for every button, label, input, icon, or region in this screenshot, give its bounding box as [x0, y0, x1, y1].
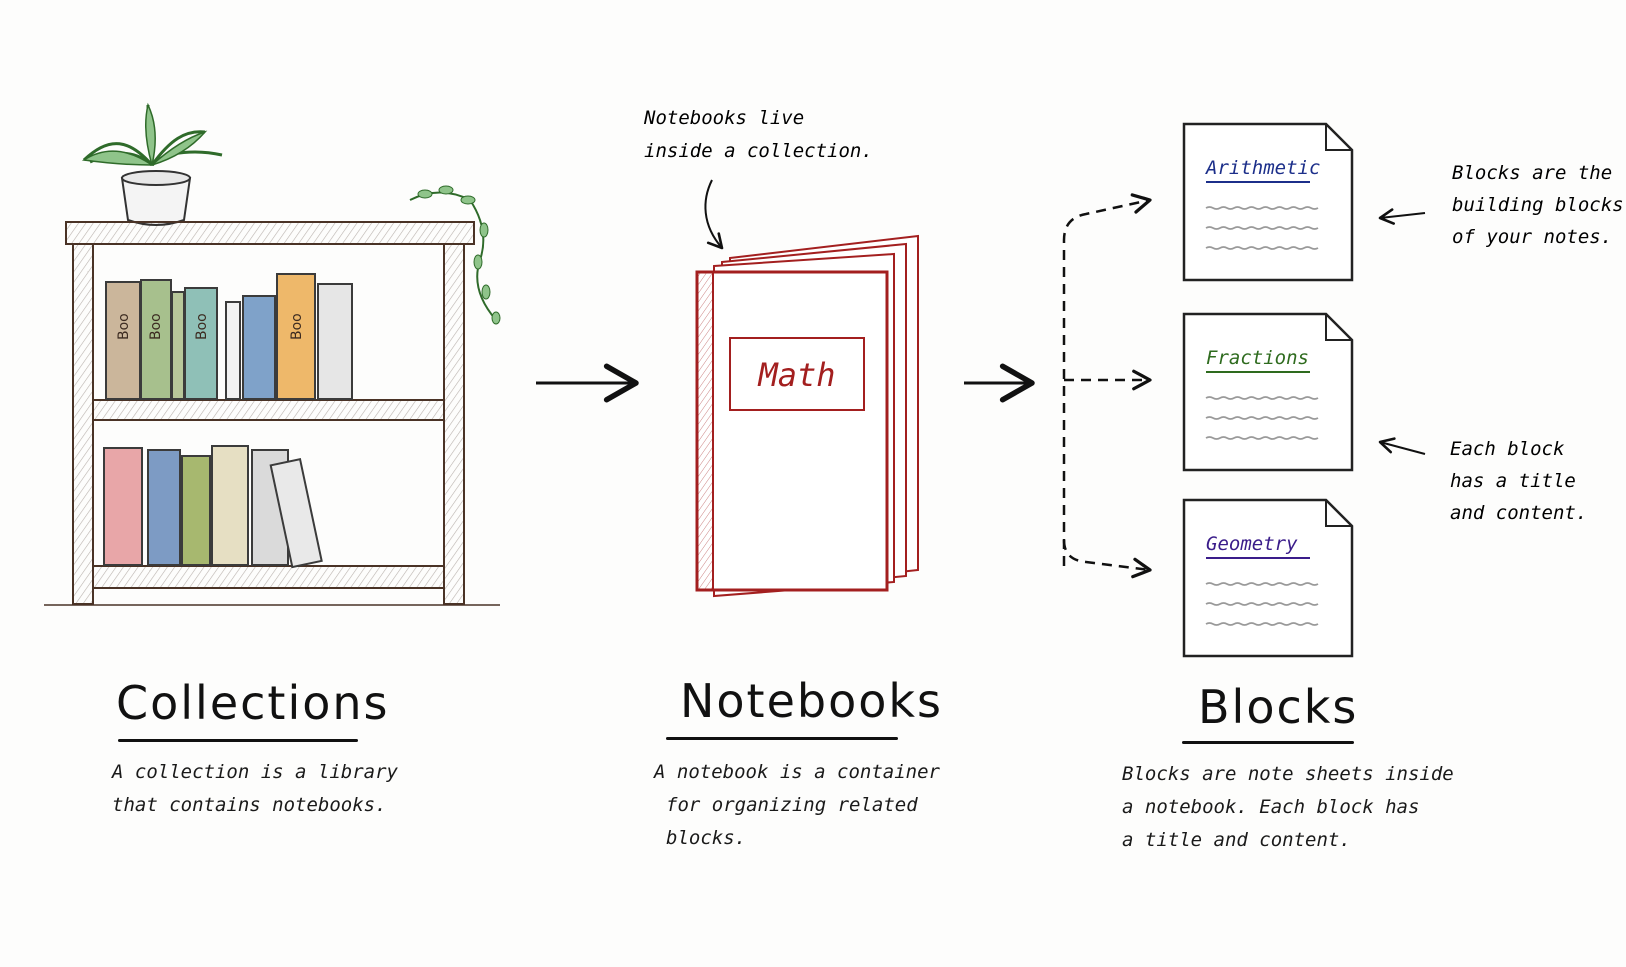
block-content-line — [1205, 206, 1319, 210]
folded-corner-icon — [1325, 314, 1352, 341]
bookshelf-illustration: Boo Boo Boo Boo — [44, 102, 501, 606]
notebook-note-line: inside a collection. — [644, 140, 873, 162]
blocks-description-line: a title and content. — [1122, 829, 1351, 851]
block-content-line — [1205, 416, 1319, 420]
blocks-heading: Blocks — [1198, 680, 1359, 734]
notebooks-heading: Notebooks — [680, 674, 943, 728]
blocks-note-top-line: of your notes. — [1452, 226, 1612, 248]
block-content-line — [1205, 246, 1319, 250]
collections-description-line: A collection is a library — [112, 761, 398, 783]
block-title: Geometry — [1206, 533, 1298, 555]
notebooks-heading-underline — [666, 737, 898, 740]
block-content-line — [1205, 436, 1319, 440]
notebooks-description-line: A notebook is a container — [654, 761, 940, 783]
book-spine-label: Boo — [116, 313, 132, 340]
block-content-line — [1205, 226, 1319, 230]
blocks-note-bottom-pointer — [1378, 437, 1426, 455]
block-content-line — [1205, 622, 1319, 626]
notebook-spine — [696, 271, 714, 591]
block-card-geometry: Geometry — [1182, 498, 1354, 658]
block-title: Fractions — [1206, 347, 1309, 369]
block-sheet — [1182, 498, 1354, 658]
notebooks-description-line: blocks. — [666, 827, 747, 849]
collections-description-line: that contains notebooks. — [112, 794, 387, 816]
folded-corner-icon — [1325, 124, 1352, 151]
book-spine-label: Boo — [148, 313, 164, 340]
block-content-line — [1205, 602, 1319, 606]
notebook-note-pointer — [704, 179, 724, 250]
blocks-description-line: a notebook. Each block has — [1122, 796, 1420, 818]
block-card-arithmetic: Arithmetic — [1182, 122, 1354, 282]
potted-plant-icon — [81, 102, 223, 226]
collections-heading: Collections — [116, 676, 390, 730]
notebook-note: Notebooks live inside a collection. — [643, 107, 873, 162]
block-content-line — [1205, 396, 1319, 400]
top-shelf-books: Boo Boo Boo Boo — [105, 273, 353, 400]
blocks-note-bottom: Each block has a title and content. — [1450, 438, 1587, 524]
blocks-note-bottom-line: has a title — [1450, 470, 1576, 492]
block-sheet — [1182, 122, 1354, 282]
blocks-note-bottom-line: Each block — [1450, 438, 1565, 460]
collections-heading-underline — [118, 739, 358, 742]
blocks-note-bottom-line: and content. — [1450, 502, 1587, 524]
blocks-note-top-pointer — [1378, 208, 1426, 225]
blocks-note-top-line: building blocks — [1452, 194, 1624, 216]
block-title: Arithmetic — [1205, 157, 1320, 179]
notebooks-description-line: for organizing related — [666, 794, 918, 816]
block-branch-connector — [1062, 193, 1152, 579]
folded-corner-icon — [1325, 500, 1352, 527]
blocks-description: Blocks are note sheets inside a notebook… — [1122, 758, 1454, 857]
hanging-vine-icon — [409, 185, 501, 325]
block-content-line — [1205, 582, 1319, 586]
block-card-fractions: Fractions — [1182, 312, 1354, 472]
block-sheet — [1182, 312, 1354, 472]
blocks-note-top: Blocks are the building blocks of your n… — [1452, 162, 1626, 248]
book-spine-label: Boo — [194, 313, 210, 340]
notebook-label-box — [729, 337, 865, 411]
blocks-heading-underline — [1182, 741, 1354, 744]
blocks-description-line: Blocks are note sheets inside — [1122, 763, 1454, 785]
notebook-cover — [695, 270, 889, 592]
bottom-shelf-books — [103, 445, 323, 569]
book-spine-label: Boo — [289, 313, 305, 340]
notebook-illustration: Math — [695, 234, 919, 598]
notebook-cover-label: Math — [757, 356, 835, 394]
collections-description: A collection is a library that contains … — [112, 756, 398, 822]
notebook-note-line: Notebooks live — [643, 107, 804, 129]
notebooks-description: A notebook is a container for organizing… — [654, 756, 940, 855]
blocks-note-top-line: Blocks are the — [1452, 162, 1612, 184]
